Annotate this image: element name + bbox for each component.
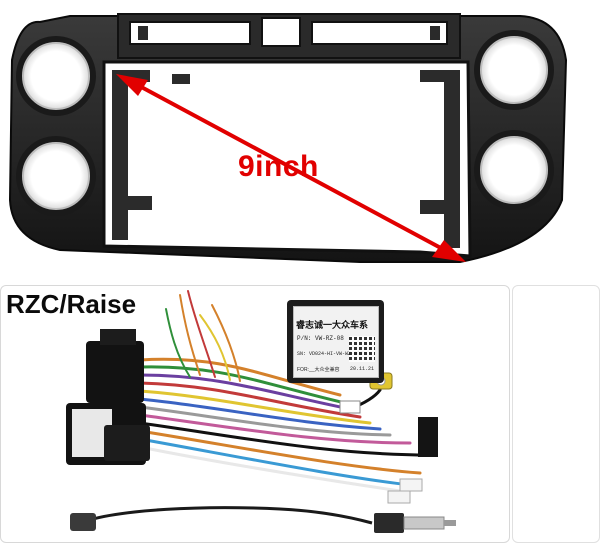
right-plug <box>418 417 438 457</box>
module-for-label: FOR:__大众全兼容 <box>297 367 340 373</box>
iso-connector-top <box>86 341 144 403</box>
antenna-plug-right <box>403 516 445 530</box>
module-part-number: P/N: VW-RZ-08 <box>297 335 344 342</box>
qr-code <box>349 336 375 362</box>
module-date: 20.11.21 <box>350 366 375 372</box>
wiring-harness <box>66 290 456 533</box>
antenna-cable <box>85 506 373 525</box>
side-panel <box>512 285 600 543</box>
arrow-head-bottom <box>432 240 466 262</box>
diagonal-arrow-line <box>131 80 453 256</box>
antenna-plug-left <box>70 513 96 531</box>
dash-frame <box>8 13 568 263</box>
brand-label: RZC/Raise <box>6 289 137 319</box>
arrow-head-top <box>116 74 148 96</box>
module-serial: SN: VD024-HI-VW-WZ-003 <box>297 351 364 357</box>
module-brand-text: 睿志诚一大众车系 <box>296 320 369 330</box>
size-label: 9inch <box>238 150 319 183</box>
